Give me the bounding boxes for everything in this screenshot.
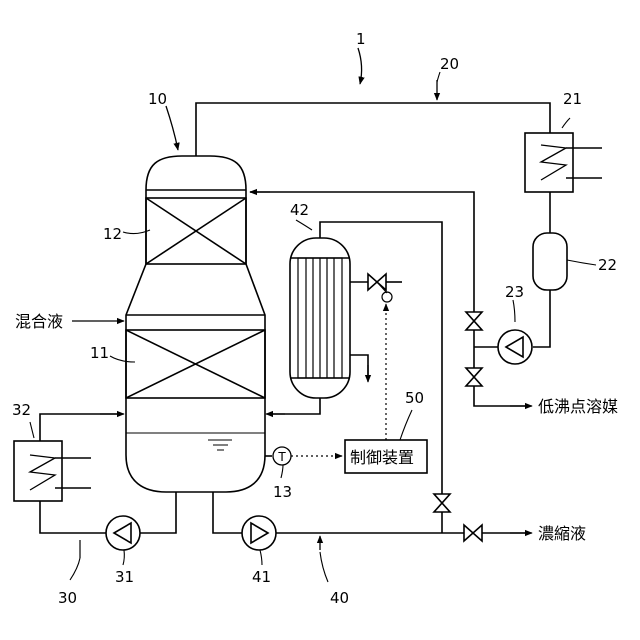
lower-packing-section bbox=[126, 330, 265, 398]
upper-packing-section bbox=[146, 198, 246, 264]
label-32: 32 bbox=[12, 401, 31, 419]
label-22: 22 bbox=[598, 256, 617, 274]
label-21: 21 bbox=[563, 90, 582, 108]
condenser bbox=[525, 133, 602, 192]
label-41: 41 bbox=[252, 568, 271, 586]
column-body bbox=[126, 156, 265, 492]
label-11: 11 bbox=[90, 344, 109, 362]
label-13: 13 bbox=[273, 483, 292, 501]
liquid-level-marker bbox=[126, 433, 265, 450]
temperature-sensor-symbol: T bbox=[277, 450, 286, 464]
label-40: 40 bbox=[330, 589, 349, 607]
circulation-pump bbox=[106, 516, 140, 550]
label-20: 20 bbox=[440, 55, 459, 73]
label-23: 23 bbox=[505, 283, 524, 301]
reflux-pump bbox=[498, 330, 532, 364]
overhead-vapor-line bbox=[196, 80, 550, 156]
heat-exchanger bbox=[290, 238, 350, 398]
hx-feed-valve bbox=[434, 494, 450, 512]
label-30: 30 bbox=[58, 589, 77, 607]
reflux-valve bbox=[466, 312, 482, 330]
label-31: 31 bbox=[115, 568, 134, 586]
label-10: 10 bbox=[148, 90, 167, 108]
label-42: 42 bbox=[290, 201, 309, 219]
label-mixed-liquid: 混合液 bbox=[15, 312, 63, 331]
control-device-label: 制御装置 bbox=[350, 448, 414, 467]
bottoms-pump bbox=[242, 516, 276, 550]
reboiler bbox=[14, 441, 91, 501]
distillation-column bbox=[126, 156, 265, 492]
label-50: 50 bbox=[405, 389, 424, 407]
reflux-drum bbox=[533, 233, 567, 290]
distillate-valve bbox=[466, 368, 482, 386]
label-low-boiling-solvent: 低沸点溶媒 bbox=[538, 397, 618, 416]
label-1: 1 bbox=[356, 30, 366, 48]
label-concentrate: 濃縮液 bbox=[538, 524, 586, 543]
concentrate-valve bbox=[464, 525, 482, 541]
label-12: 12 bbox=[103, 225, 122, 243]
